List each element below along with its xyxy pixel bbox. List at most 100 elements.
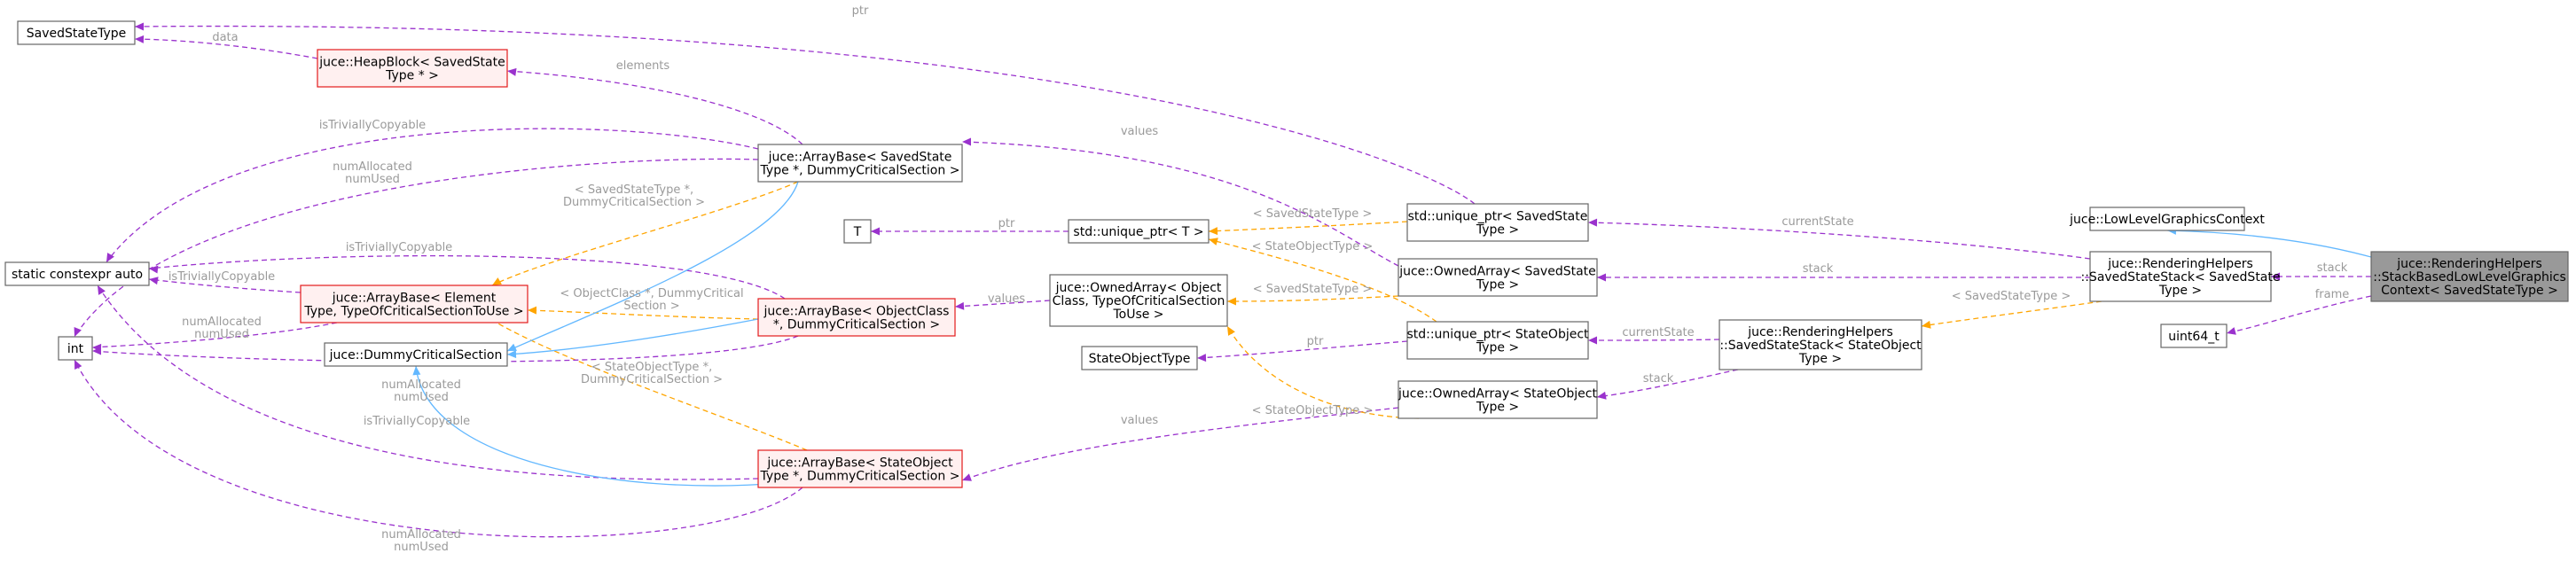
node-label-line: T <box>853 225 862 239</box>
edge-label-stack_1: stack <box>1803 262 1834 276</box>
edge-label-savedstatetype_b: < SavedStateType > <box>1253 283 1372 296</box>
edge-ptr_t <box>871 227 1069 236</box>
arrowhead-icon <box>528 306 537 315</box>
node-label-line: juce::ArrayBase< Element <box>332 292 497 306</box>
node-std-unique-ptr-t[interactable]: std::unique_ptr< T > <box>1068 219 1210 244</box>
edge-savedstatetype_b <box>1226 295 1399 306</box>
node-label-line: Type * > <box>385 69 439 83</box>
edge-label-line: < SavedStateType > <box>1253 207 1372 221</box>
inheritance-arrowhead-icon <box>507 350 517 359</box>
node-box <box>1068 219 1210 244</box>
edge-numallocated_4 <box>74 359 803 538</box>
node-box <box>58 336 93 361</box>
node-stack-based-context[interactable]: juce::RenderingHelpers::StackBasedLowLev… <box>2370 251 2569 302</box>
node-arraybase-objectclass[interactable]: juce::ArrayBase< ObjectClass*, DummyCrit… <box>757 298 956 337</box>
edge-line <box>506 318 759 355</box>
edge-line <box>91 322 338 348</box>
node-box <box>1406 203 1589 242</box>
arrowhead-icon <box>135 35 145 43</box>
node-label-line: Type, TypeOfCriticalSectionToUse > <box>303 305 523 319</box>
edge-inheritance-31 <box>506 318 759 359</box>
edge-label-line: numUsed <box>394 391 449 404</box>
edge-label-savedstatetype_dummy: < SavedStateType *,DummyCriticalSection … <box>563 183 705 209</box>
arrowhead-icon <box>74 360 82 370</box>
edge-label-savedstatetype_c: < SavedStateType > <box>1952 290 2071 303</box>
arrowhead-icon <box>507 67 517 76</box>
node-label: SavedStateType <box>27 27 126 41</box>
edge-line <box>954 300 1051 308</box>
node-state-object-type[interactable]: StateObjectType <box>1081 346 1198 370</box>
node-int[interactable]: int <box>58 336 93 361</box>
edge-line <box>74 359 803 538</box>
node-box <box>757 449 963 488</box>
edge-line <box>1208 221 1408 232</box>
edge-frame <box>2226 295 2372 335</box>
arrowhead-icon <box>2271 272 2280 281</box>
edge-label-line: isTriviallyCopyable <box>346 241 452 254</box>
arrowhead-icon <box>98 285 106 295</box>
edge-label-line: isTriviallyCopyable <box>364 415 470 428</box>
arrowhead-icon <box>955 301 965 310</box>
edge-label-line: numUsed <box>345 173 400 186</box>
node-box <box>843 219 872 244</box>
node-uint64-t[interactable]: uint64_t <box>2160 323 2228 348</box>
edge-line <box>2166 230 2372 258</box>
node-savedstatestack-savedstate[interactable]: juce::RenderingHelpers::SavedStateStack<… <box>2081 251 2281 302</box>
edge-line <box>506 70 803 145</box>
node-box <box>1398 380 1598 419</box>
edge-label-line: values <box>1121 414 1159 427</box>
node-t[interactable]: T <box>843 219 872 244</box>
edge-label-values_2: values <box>988 292 1026 306</box>
edge-currentstate_2 <box>1587 336 1720 345</box>
node-savedstatestack-stateobject[interactable]: juce::RenderingHelpers::SavedStateStack<… <box>1719 319 1922 370</box>
node-box <box>324 342 508 367</box>
node-label-line: juce::RenderingHelpers <box>2107 257 2253 271</box>
node-label-line: Type > <box>1476 278 1519 292</box>
edge-label-line: ptr <box>852 4 869 18</box>
node-label: static constexpr auto <box>12 268 143 282</box>
edge-label-line: ptr <box>998 217 1015 230</box>
node-dummy-critical-section[interactable]: juce::DummyCriticalSection <box>324 342 508 367</box>
edge-line <box>1226 295 1399 302</box>
node-label: uint64_t <box>2168 330 2220 344</box>
edge-label-currentstate_1: currentState <box>1781 215 1853 229</box>
edge-label-line: stack <box>1643 372 1674 386</box>
node-box <box>757 298 956 337</box>
node-box <box>2089 251 2272 302</box>
edge-line <box>148 254 786 300</box>
node-label-line: ::StackBasedLowLevelGraphics <box>2373 270 2566 284</box>
node-saved-state-type[interactable]: SavedStateType <box>17 20 136 45</box>
node-label-line: Class, TypeOfCriticalSection <box>1053 294 1225 308</box>
node-label-line: Type > <box>2158 284 2202 298</box>
arrowhead-icon <box>1922 320 1931 329</box>
node-label-line: Type > <box>1476 223 1519 238</box>
edge-label-line: ptr <box>1307 335 1324 348</box>
node-low-level-graphics-context[interactable]: juce::LowLevelGraphicsContext <box>2069 207 2265 231</box>
node-label-line: juce::OwnedArray< SavedState <box>1398 265 1596 279</box>
edge-label-line: frame <box>2315 288 2350 301</box>
edge-label-line: numUsed <box>194 328 249 341</box>
arrowhead-icon <box>1197 354 1207 362</box>
edge-label-line: stack <box>2317 261 2348 275</box>
edge-istriviallycopyable_1 <box>106 128 759 263</box>
inheritance-arrowhead-icon <box>412 366 421 376</box>
edge-label-stack_3: stack <box>2317 261 2348 275</box>
node-static-constexpr-auto[interactable]: static constexpr auto <box>4 261 150 286</box>
node-label-line: *, DummyCriticalSection > <box>773 318 940 332</box>
